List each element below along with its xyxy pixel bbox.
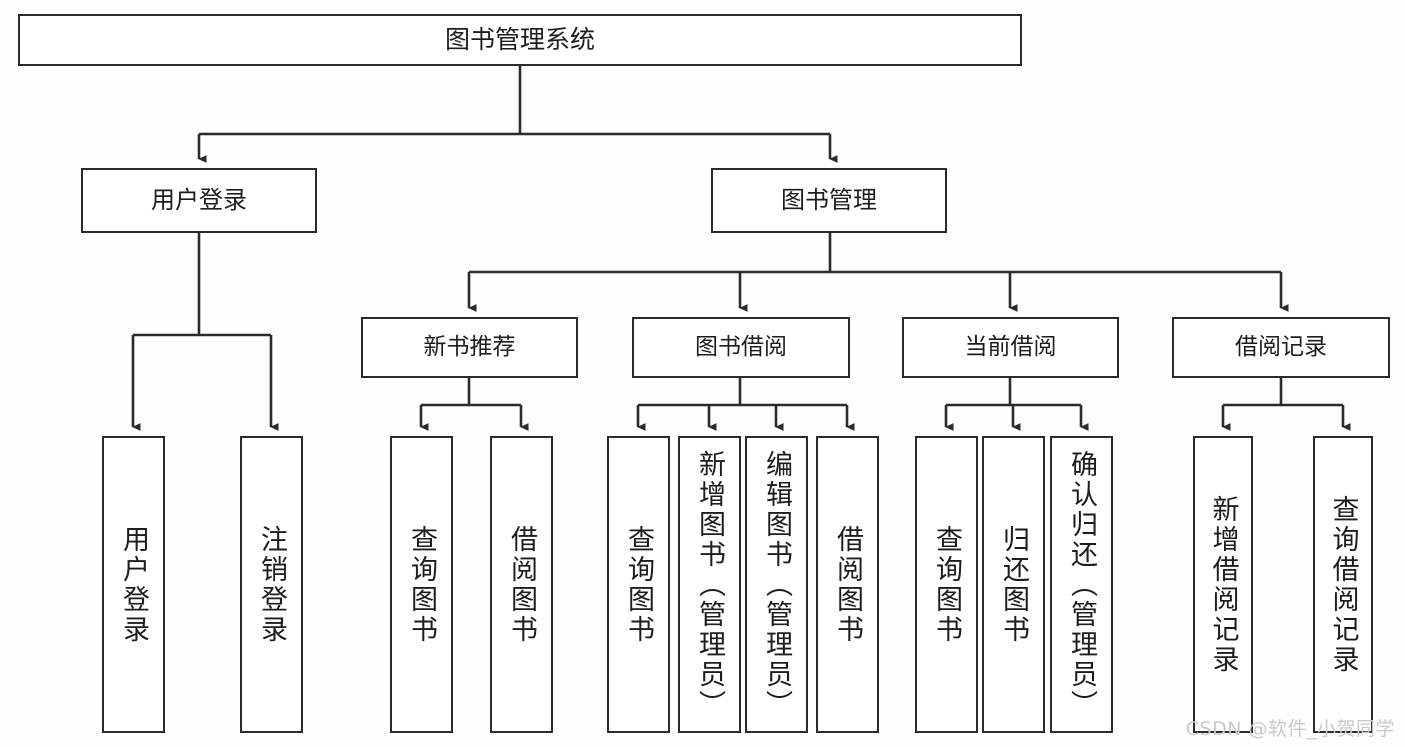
node-label: 注销登录 xyxy=(256,524,287,645)
leaf-confirm-return-admin[interactable]: 确认归还（管理员） xyxy=(1050,436,1113,733)
leaf-add-book-admin[interactable]: 新增图书（管理员） xyxy=(678,436,741,733)
node-label: 编辑图书（管理员） xyxy=(761,450,792,720)
node-label: 确认归还（管理员） xyxy=(1066,450,1097,720)
leaf-query-books-cb[interactable]: 查询图书 xyxy=(915,436,978,733)
node-book-borrowing[interactable]: 图书借阅 xyxy=(632,317,850,378)
node-label: 图书管理 xyxy=(781,186,877,215)
node-label: 新书推荐 xyxy=(423,333,516,360)
node-label: 查询图书 xyxy=(623,524,654,645)
leaf-query-books-nbr[interactable]: 查询图书 xyxy=(390,436,453,733)
node-new-book-recommendation[interactable]: 新书推荐 xyxy=(361,317,578,378)
node-label: 归还图书 xyxy=(998,524,1029,645)
node-label: 查询图书 xyxy=(931,524,962,645)
leaf-user-login[interactable]: 用户登录 xyxy=(102,436,165,733)
node-label: 当前借阅 xyxy=(964,333,1057,360)
node-label: 用户登录 xyxy=(118,524,149,645)
node-current-borrowing[interactable]: 当前借阅 xyxy=(902,317,1119,378)
node-label: 用户登录 xyxy=(151,186,247,215)
leaf-borrow-books-nbr[interactable]: 借阅图书 xyxy=(490,436,553,733)
leaf-borrow-books-bb[interactable]: 借阅图书 xyxy=(816,436,879,733)
node-label: 借阅图书 xyxy=(506,524,537,645)
node-label: 借阅图书 xyxy=(832,524,863,645)
node-label: 图书借阅 xyxy=(695,333,787,360)
node-label: 查询图书 xyxy=(406,524,437,645)
node-label: 借阅记录 xyxy=(1235,333,1327,360)
node-label: 查询借阅记录 xyxy=(1327,494,1359,675)
node-book-management-system[interactable]: 图书管理系统 xyxy=(18,14,1022,66)
node-label: 图书管理系统 xyxy=(444,25,595,54)
leaf-edit-book-admin[interactable]: 编辑图书（管理员） xyxy=(745,436,808,733)
node-user-login[interactable]: 用户登录 xyxy=(81,168,317,233)
leaf-query-borrow-record[interactable]: 查询借阅记录 xyxy=(1313,436,1373,733)
node-label: 新增图书（管理员） xyxy=(694,450,725,720)
leaf-return-books[interactable]: 归还图书 xyxy=(982,436,1045,733)
node-label: 新增借阅记录 xyxy=(1207,494,1239,675)
leaf-query-books-bb[interactable]: 查询图书 xyxy=(607,436,670,733)
leaf-logout[interactable]: 注销登录 xyxy=(240,436,303,733)
leaf-add-borrow-record[interactable]: 新增借阅记录 xyxy=(1193,436,1253,733)
node-book-management[interactable]: 图书管理 xyxy=(711,168,947,233)
node-borrowing-records[interactable]: 借阅记录 xyxy=(1172,317,1390,378)
